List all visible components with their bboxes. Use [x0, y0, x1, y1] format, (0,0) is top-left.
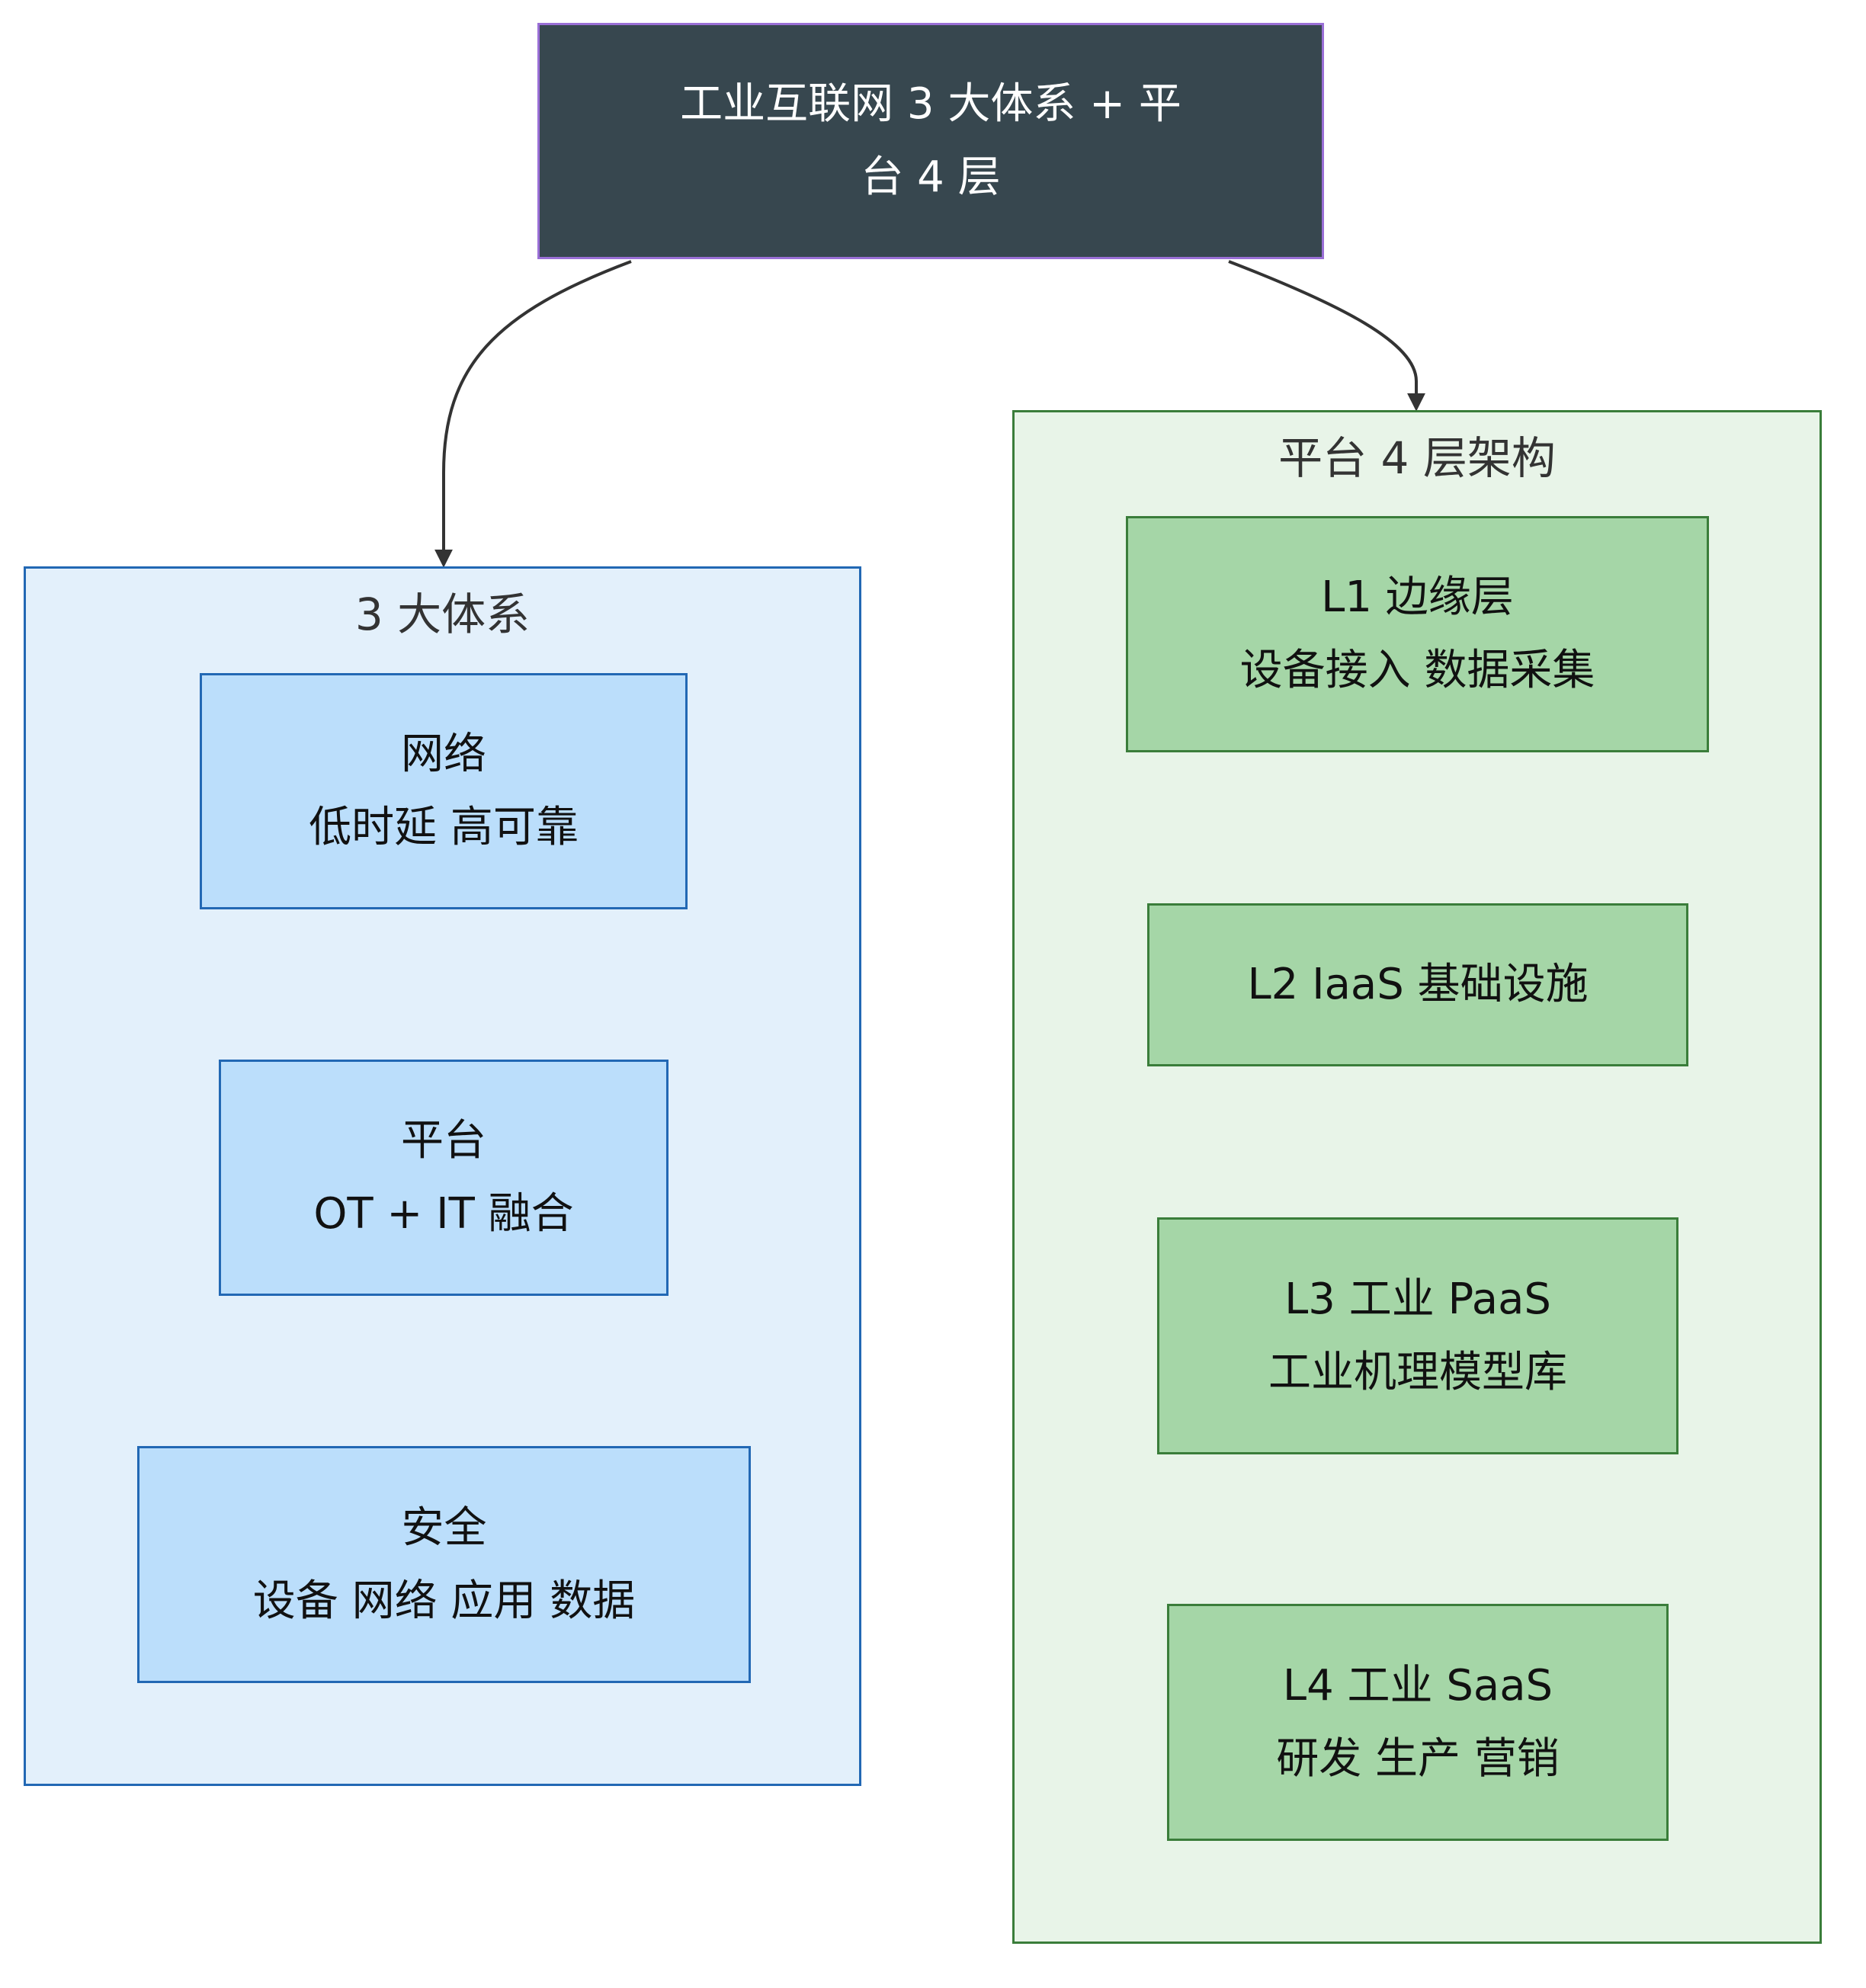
node-l1-edge: L1 边缘层 设备接入 数据采集: [1126, 516, 1709, 752]
node-l3-paas: L3 工业 PaaS 工业机理模型库: [1157, 1217, 1678, 1454]
node-security: 安全 设备 网络 应用 数据: [137, 1446, 751, 1683]
node-l4-saas: L4 工业 SaaS 研发 生产 营销: [1167, 1604, 1669, 1841]
node-network: 网络 低时延 高可靠: [200, 673, 688, 909]
three-systems-group-title: 3 大体系: [354, 588, 531, 640]
node-platform: 平台 OT + IT 融合: [219, 1060, 668, 1296]
node-l2-iaas-title: L2 IaaS 基础设施: [1247, 960, 1589, 1009]
node-security-title: 安全: [401, 1502, 487, 1553]
node-l1-edge-title: L1 边缘层: [1321, 572, 1514, 622]
node-platform-desc: OT + IT 融合: [313, 1189, 574, 1239]
edge-root-to-three-systems: [434, 260, 632, 568]
root-node-line2: 台 4 层: [861, 152, 1001, 202]
root-node: 工业互联网 3 大体系 + 平 台 4 层: [537, 23, 1324, 259]
node-l2-iaas: L2 IaaS 基础设施: [1147, 903, 1688, 1066]
node-platform-title: 平台: [401, 1116, 486, 1166]
node-network-title: 网络: [401, 729, 486, 779]
node-l1-edge-desc: 设备接入 数据采集: [1239, 646, 1595, 695]
node-security-desc: 设备 网络 应用 数据: [252, 1576, 636, 1626]
node-l4-saas-title: L4 工业 SaaS: [1282, 1660, 1553, 1711]
root-node-line1: 工业互联网 3 大体系 + 平: [680, 79, 1181, 129]
node-l4-saas-desc: 研发 生产 营销: [1276, 1733, 1560, 1784]
node-network-desc: 低时延 高可靠: [309, 803, 579, 852]
edge-root-to-four-layers: [1228, 260, 1425, 412]
node-l3-paas-desc: 工业机理模型库: [1268, 1347, 1567, 1397]
four-layers-group-title: 平台 4 层架构: [1278, 432, 1556, 484]
node-l3-paas-title: L3 工业 PaaS: [1284, 1274, 1551, 1324]
